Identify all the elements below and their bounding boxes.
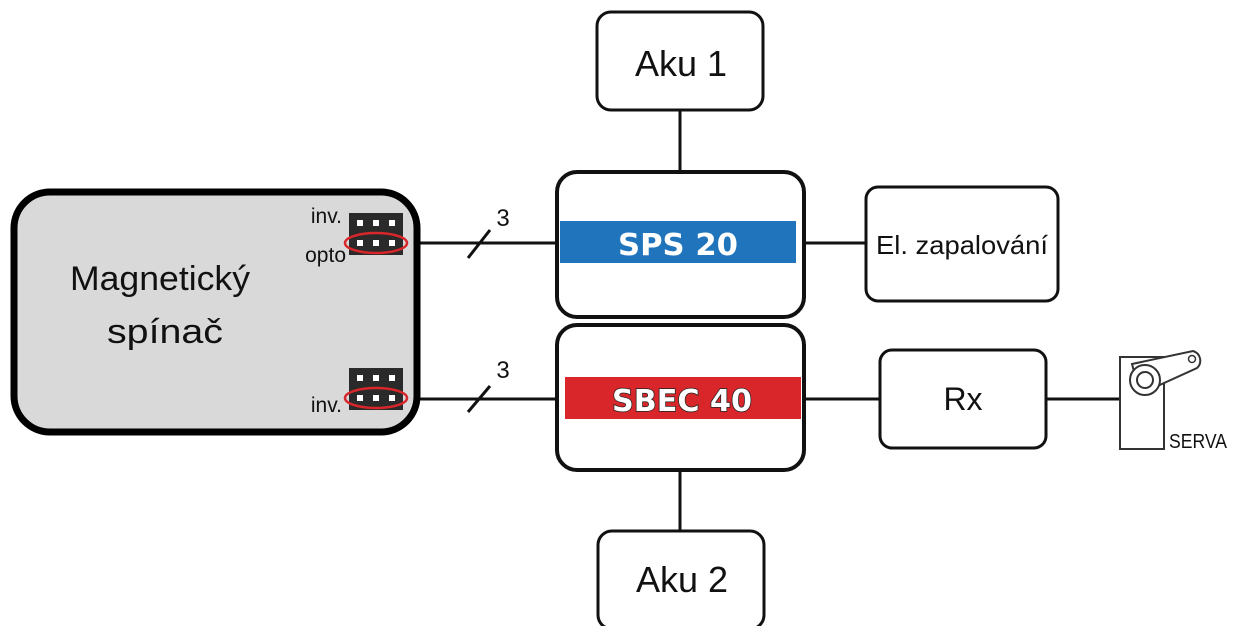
switch-title-line2: spínač xyxy=(107,313,223,351)
pin xyxy=(373,220,379,226)
sps-module: SPS 20 xyxy=(555,170,806,319)
connector-top xyxy=(343,213,409,255)
pin xyxy=(389,375,395,381)
switch-panel xyxy=(10,188,421,436)
connector-bottom xyxy=(343,368,409,410)
pin xyxy=(373,395,379,401)
servo-label: SERVA xyxy=(1169,431,1228,453)
switch-title-line1: Magnetický xyxy=(70,260,250,298)
wire-count-top: 3 xyxy=(496,205,509,232)
magnetic-switch: Magnetický spínač inv. opto inv. xyxy=(10,188,421,436)
connector-bottom-highlight xyxy=(343,386,409,410)
servo-icon xyxy=(1119,349,1202,450)
connection-lines xyxy=(406,108,1120,532)
sps-banner xyxy=(560,221,796,263)
connector-top-highlight xyxy=(343,231,409,255)
pin xyxy=(373,375,379,381)
sbec-banner xyxy=(565,377,801,419)
bus-slash-top xyxy=(466,229,492,259)
wire-count-bottom: 3 xyxy=(496,357,509,384)
sps-label: SPS 20 xyxy=(618,228,738,263)
pin xyxy=(389,395,395,401)
pin xyxy=(357,395,363,401)
aku1-box: Aku 1 xyxy=(595,10,765,112)
bus-slash-bottom xyxy=(466,385,492,413)
port-bottom-label: inv. xyxy=(311,394,342,417)
pin xyxy=(357,375,363,381)
ignition-box: El. zapalování xyxy=(864,185,1060,303)
port-top-label2: opto xyxy=(305,244,346,267)
pin xyxy=(357,240,363,246)
ignition-label: El. zapalování xyxy=(876,230,1049,260)
sbec-label: SBEC 40 xyxy=(612,384,752,419)
pin xyxy=(389,240,395,246)
rx-label: Rx xyxy=(943,381,982,417)
pin xyxy=(373,240,379,246)
sbec-module: SBEC 40 xyxy=(555,323,806,472)
aku1-label: Aku 1 xyxy=(635,43,727,84)
aku2-label: Aku 2 xyxy=(636,559,728,600)
aku2-box: Aku 2 xyxy=(596,529,766,626)
port-top-label1: inv. xyxy=(311,205,342,228)
rx-box: Rx xyxy=(878,348,1048,450)
pin xyxy=(389,220,395,226)
pin xyxy=(357,220,363,226)
